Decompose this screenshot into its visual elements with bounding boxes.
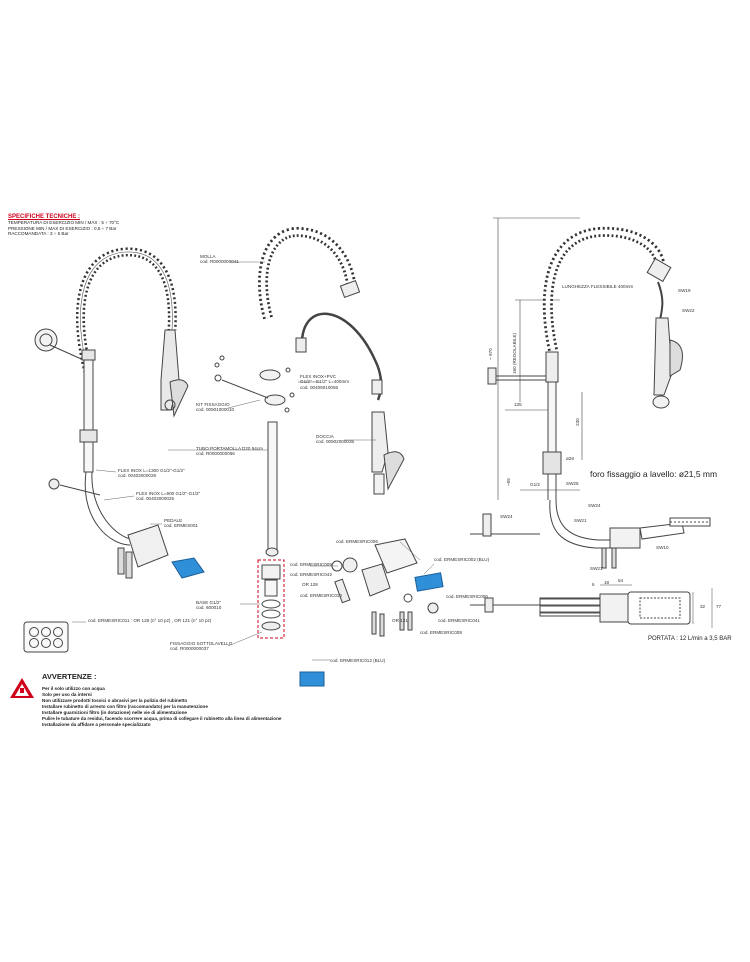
label-ric012: cod. ERMESRIC012 (BLU) bbox=[330, 658, 386, 663]
spec-line: PRESSIONE MIN / MAX DI ESERCIZIO : 0,5 ÷… bbox=[8, 225, 117, 231]
dim-54: 54 bbox=[618, 578, 624, 583]
label-or128: OR 128 bbox=[302, 582, 318, 587]
warnings-list: Per il solo utilizzo con acqua Solo per … bbox=[42, 686, 281, 728]
sink-hole-note: foro fissaggio a lavello: ø21,5 mm bbox=[590, 469, 718, 479]
center-tube bbox=[267, 421, 278, 551]
o-ring-set bbox=[23, 621, 69, 653]
dim-sw21-b: SW21 bbox=[590, 566, 603, 571]
dim-sw25: SW25 bbox=[566, 481, 579, 486]
label-base: BASE G1/2"cod. 600010 bbox=[196, 600, 222, 611]
center-exploded bbox=[214, 226, 405, 639]
dim-g12: G1/2 bbox=[530, 482, 540, 487]
dim-77: 77 bbox=[716, 604, 722, 609]
pedal-exploded bbox=[299, 538, 444, 687]
dim-sw24-b: SW24 bbox=[500, 514, 513, 519]
spec-line: RACCOMANDATA : 3 ÷ 5 Bar bbox=[8, 231, 69, 237]
warning-item: Per il solo utilizzo con acqua bbox=[42, 686, 105, 691]
dim-d28: ø28 bbox=[566, 456, 574, 461]
leader-lines bbox=[72, 261, 435, 661]
pedal-blue-2 bbox=[414, 572, 444, 592]
dim-hose-length: LUNGHEZZA FLESSIBILE 400mm bbox=[562, 284, 634, 289]
label-oring-kit: cod. ERMESRIC011 : OR 128 (n° 10 pz) , O… bbox=[88, 618, 212, 623]
label-ric041: cod. ERMESRIC041 bbox=[438, 618, 480, 623]
label-ric009: cod. ERMESRIC009 bbox=[290, 562, 332, 567]
dim-adjustable: 160 (REGOLABILE) bbox=[512, 332, 517, 374]
dim-32: 32 bbox=[700, 604, 706, 609]
dim-55: ~55 bbox=[506, 478, 511, 486]
right-spray-gun bbox=[653, 317, 673, 396]
right-dimensioned bbox=[470, 217, 713, 628]
dim-sw22: SW22 bbox=[682, 308, 695, 313]
label-flex900: FLEX INOX L=900 G1/2"-G1/2"cod. 00403000… bbox=[136, 491, 201, 502]
pedal-blue-3 bbox=[299, 671, 325, 687]
warning-item: Installare guarnizioni filtro (in dotazi… bbox=[42, 710, 187, 715]
dim-total-height: ~ 970 bbox=[488, 348, 493, 360]
specs-title: SPECIFICHE TECNICHE : bbox=[8, 214, 81, 220]
label-ric002: cod. ERMESRIC002 (BLU) bbox=[434, 557, 490, 562]
left-riser-pipe bbox=[83, 354, 94, 436]
warning-item: Non utilizzare prodotti tossici o abrasi… bbox=[42, 698, 188, 703]
label-ric006: cod. ERMESRIC006 bbox=[336, 539, 378, 544]
dim-6: 6 bbox=[592, 582, 595, 587]
technical-specs: SPECIFICHE TECNICHE : TEMPERATURA DI ESE… bbox=[8, 214, 119, 237]
label-flex1300: FLEX INOX L=1300 G1/2"-G1/2"cod. 0040300… bbox=[118, 468, 185, 479]
warnings-title: AVVERTENZE : bbox=[42, 672, 97, 681]
label-ric010: cod. ERMESRIC010 bbox=[300, 593, 342, 598]
left-pedal-body bbox=[127, 524, 169, 568]
dim-sw21-a: SW21 bbox=[574, 518, 587, 523]
dim-sw10: SW10 bbox=[656, 545, 669, 550]
left-pedal-blue bbox=[171, 557, 205, 579]
warning-item: Installazione da affidare a personale sp… bbox=[42, 722, 151, 727]
flow-rate: PORTATA : 12 L/min a 3,5 BAR bbox=[648, 636, 732, 642]
label-or121: OR 121 bbox=[392, 618, 408, 623]
dim-18: 18 bbox=[604, 580, 610, 585]
warning-item: Installare rubinetto di arresto con filt… bbox=[42, 704, 208, 709]
warning-item: Solo per uso da interni bbox=[42, 692, 92, 697]
dim-sw19: SW19 bbox=[678, 288, 691, 293]
spec-line: TEMPERATURA DI ESERCIZIO MIN / MAX : 5 ÷… bbox=[8, 220, 120, 225]
label-ric005: cod. ERMESRIC005 bbox=[446, 594, 488, 599]
warning-triangle-icon bbox=[10, 678, 34, 698]
warning-item: Pulire le tubature da residui, facendo s… bbox=[42, 716, 282, 721]
dim-230: 230 bbox=[575, 418, 580, 426]
dim-sw24-a: SW24 bbox=[588, 503, 601, 508]
label-ric008: cod. ERMESRIC008 bbox=[420, 630, 462, 635]
center-spring bbox=[258, 226, 357, 320]
left-assembly bbox=[23, 247, 205, 653]
label-ric042: cod. ERMESRIC042 bbox=[290, 572, 332, 577]
dim-135: 135 bbox=[514, 402, 522, 407]
